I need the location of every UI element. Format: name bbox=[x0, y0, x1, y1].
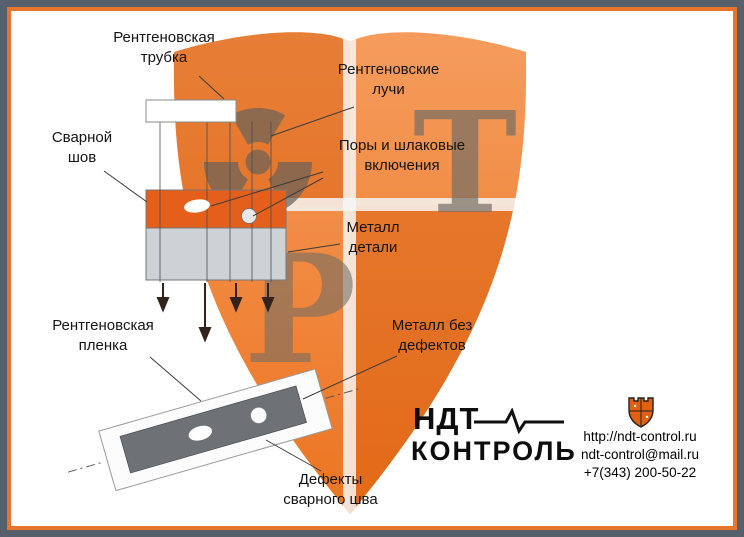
label-xray-film: Рентгеновская пленка bbox=[52, 317, 154, 355]
leader-lines bbox=[103, 75, 398, 472]
label-part-metal: Металл детали bbox=[346, 219, 400, 257]
email-link: ndt-control@mail.ru bbox=[581, 447, 699, 462]
leader-pore bbox=[210, 171, 324, 207]
shield-cross-vertical bbox=[343, 32, 356, 514]
leader-xray-film bbox=[149, 356, 202, 402]
film-centerline-left bbox=[67, 461, 105, 473]
leader-metal-no-defects bbox=[302, 355, 398, 400]
leader-part-metal bbox=[287, 243, 341, 253]
welded-part bbox=[145, 189, 287, 281]
logo-title-bottom: КОНТРОЛЬ bbox=[411, 436, 577, 466]
film-defect-spot-circle bbox=[250, 407, 267, 424]
phone-number: +7(343) 200-50-22 bbox=[583, 465, 697, 480]
label-metal-no-defects: Металл без дефектов bbox=[391, 317, 473, 355]
leader-xray-beams bbox=[270, 106, 355, 137]
shield-letter-t: Т bbox=[413, 82, 517, 246]
film-defect-spot-ellipse bbox=[188, 425, 213, 441]
label-pores-inclusions: Поры и шлаковые включения bbox=[338, 137, 466, 175]
weld-seam-band bbox=[145, 189, 287, 229]
film-centerline-right bbox=[325, 387, 363, 399]
xray-tube-shape bbox=[145, 99, 237, 123]
website-link: http://ndt-control.ru bbox=[583, 429, 697, 444]
label-weld-seam: Сварной шов bbox=[51, 129, 113, 167]
leader-xray-tube bbox=[198, 75, 225, 100]
label-xray-tube: Рентгеновская трубка bbox=[113, 29, 215, 67]
ndt-shield-icon bbox=[627, 395, 655, 434]
leader-inclusion bbox=[252, 177, 324, 217]
leader-weld-seam bbox=[103, 170, 148, 203]
contact-block: http://ndt-control.ru ndt-control@mail.r… bbox=[552, 428, 728, 482]
pulse-icon bbox=[472, 407, 567, 439]
label-weld-defects: Дефекты сварного шва bbox=[283, 471, 378, 509]
weld-pore-ellipse bbox=[184, 199, 210, 213]
leader-weld-defects bbox=[265, 439, 322, 472]
transmitted-beam-arrows bbox=[156, 283, 275, 343]
logo-title-top: НДТ bbox=[413, 401, 480, 436]
weld-inclusion-circle bbox=[241, 208, 257, 224]
xray-film-group bbox=[67, 368, 363, 492]
label-xray-beams: Рентгеновские лучи bbox=[337, 61, 440, 99]
